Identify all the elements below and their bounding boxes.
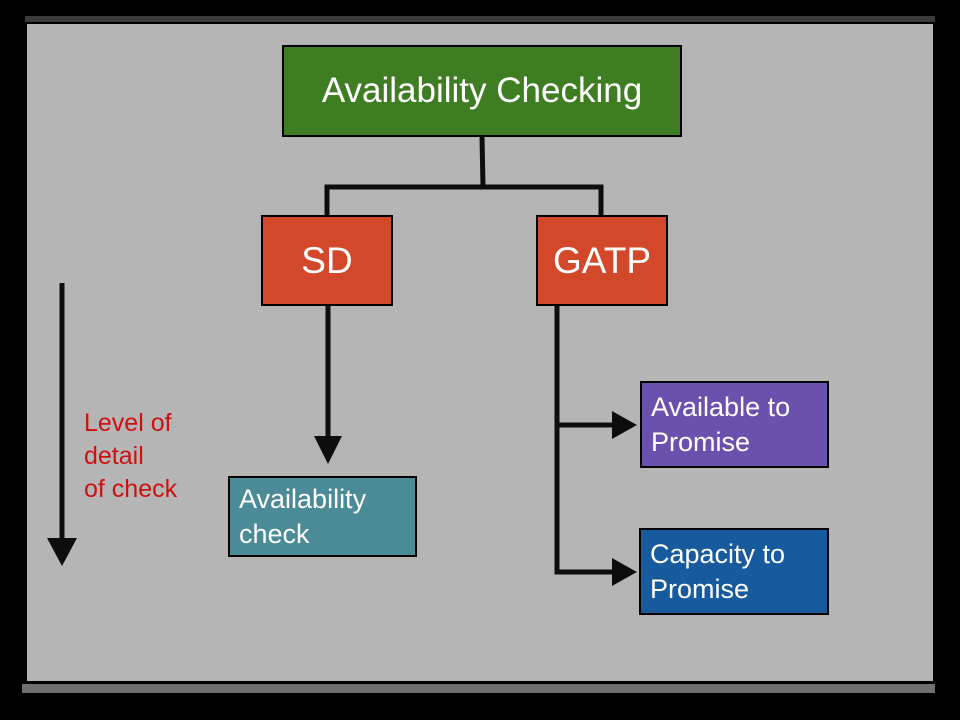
node-gatp: GATP — [536, 215, 668, 306]
node-availability-checking-label: Availability Checking — [321, 71, 643, 110]
slide-shadow-top — [25, 16, 935, 22]
node-sd: SD — [261, 215, 393, 306]
node-availability-check-label: Availability check — [239, 483, 367, 549]
node-sd-label: SD — [301, 239, 353, 281]
node-availability-checking: Availability Checking — [282, 45, 682, 137]
level-of-detail-label: Level of detail of check — [84, 409, 178, 503]
node-available-to-promise-label: Available to Promise — [651, 391, 791, 457]
slide-shadow-bottom — [22, 684, 935, 693]
node-capacity-to-promise: Capacity to Promise — [639, 528, 829, 615]
node-availability-check: Availability check — [228, 476, 417, 557]
node-gatp-label: GATP — [553, 239, 651, 281]
node-capacity-to-promise-label: Capacity to Promise — [650, 538, 786, 604]
node-available-to-promise: Available to Promise — [640, 381, 829, 468]
